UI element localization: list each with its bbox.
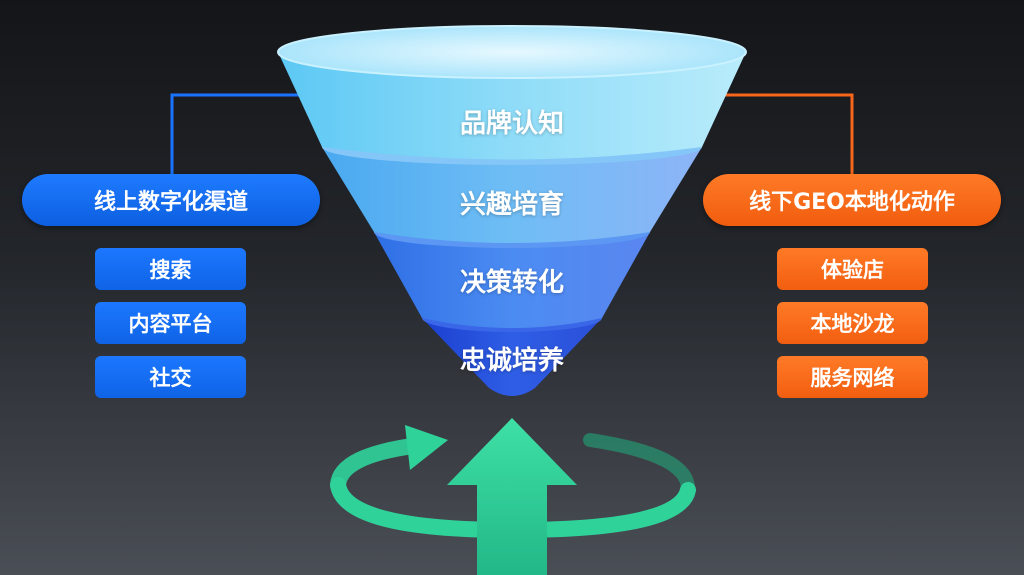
funnel-label-loyalty: 忠诚培养: [459, 346, 564, 376]
funnel-label-brand-awareness: 品牌认知: [459, 109, 564, 139]
offline-item-experience-store: 体验店: [777, 248, 928, 290]
funnel-layer-2: [322, 147, 702, 243]
funnel-label-interest: 兴趣培育: [459, 190, 564, 220]
online-item-content-platform: 内容平台: [95, 302, 246, 344]
funnel-top-rim: [277, 25, 747, 79]
online-item-search: 搜索: [95, 248, 246, 290]
right-connector-line: [725, 93, 854, 174]
offline-item-local-salon: 本地沙龙: [777, 302, 928, 344]
funnel-layer-3: [374, 232, 650, 328]
offline-item-service-network: 服务网络: [777, 356, 928, 398]
funnel-label-decision: 决策转化: [459, 268, 564, 298]
funnel-layer-1: [278, 52, 746, 160]
up-arrow: [447, 418, 577, 575]
online-item-social: 社交: [95, 356, 246, 398]
funnel-layer-4: [422, 318, 602, 396]
online-channels-header: 线上数字化渠道: [22, 174, 320, 226]
cycle-ring-right: [583, 433, 695, 497]
offline-geo-header: 线下GEO本地化动作: [703, 174, 1001, 226]
left-connector-line: [170, 93, 300, 174]
cycle-arrowhead: [405, 425, 448, 470]
cycle-ring-back: [330, 437, 428, 493]
